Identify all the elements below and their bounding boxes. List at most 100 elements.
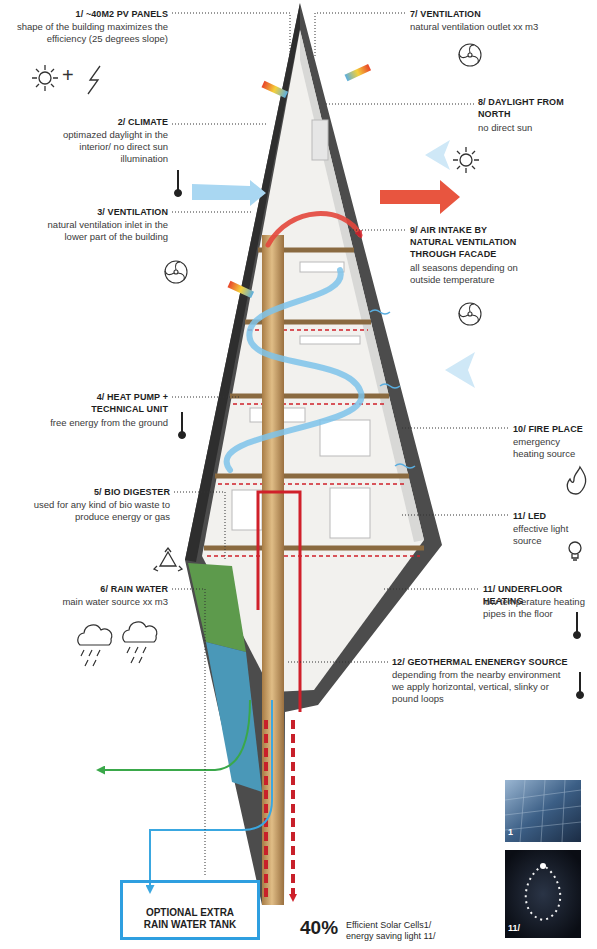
callout-heading: 12/ GEOTHERMAL ENENERGY SOURCE (392, 656, 592, 668)
sun-icon (460, 154, 472, 166)
building-shell (185, 3, 442, 905)
callout-heading: 7/ VENTILATION (410, 8, 590, 20)
air-inlet-arrow (192, 180, 266, 206)
callout-text: all seasons depending on outside tempera… (410, 262, 530, 286)
interior-furniture (320, 420, 370, 456)
callout-heading: 5/ BIO DIGESTER (20, 486, 170, 498)
air-intake-arrow (445, 352, 475, 388)
leader-line (400, 428, 508, 429)
leader-line (174, 492, 225, 560)
led-photo (505, 850, 581, 938)
building-shell (185, 3, 442, 905)
heat-pump-pipe (258, 492, 300, 712)
bio-digester-zone (188, 563, 246, 652)
bulb-icon (569, 542, 581, 560)
callout-text: used for any kind of bio waste to produc… (5, 499, 170, 523)
interior-furniture (330, 488, 370, 538)
geothermal-loop (291, 720, 295, 898)
led-photo (540, 863, 546, 869)
air-inlet-arrow (192, 180, 266, 206)
thermometer-icon (576, 612, 578, 632)
air-intake-marks (370, 310, 415, 468)
underfloor-pipes (218, 483, 406, 485)
sun-icon (32, 65, 58, 91)
bulb-icon (569, 542, 581, 554)
leader-line (350, 230, 405, 231)
solar-panel-photo (505, 780, 581, 842)
recycle-icon (160, 552, 176, 566)
leader-line (172, 212, 252, 213)
floor-slab (204, 250, 424, 548)
fan-icon (459, 45, 478, 63)
bio-gas-pipe (100, 700, 250, 770)
callout-text: no direct sun (478, 122, 588, 134)
tank-label: OPTIONAL EXTRA RAIN WATER TANK (138, 907, 242, 931)
fan-icon (459, 44, 481, 66)
photo-caption: energy saving light 11/ (346, 931, 496, 942)
cloud-icon (78, 622, 157, 666)
solar-panel-photo (505, 780, 581, 842)
callout-heading: 9/ AIR INTAKE BY NATURAL VENTILATION THR… (410, 224, 530, 260)
cloud-icon (81, 647, 146, 666)
heat-arrow (262, 81, 289, 98)
thermometer-icon (574, 632, 581, 639)
leader-line (315, 13, 405, 58)
heat-arrow (228, 281, 255, 298)
lightning-icon (88, 66, 100, 94)
callout-text: low temperature heating pipes in the flo… (483, 596, 595, 620)
leader-line (172, 397, 240, 398)
thermometer-icon (175, 170, 584, 699)
callout-text: depending from the nearby environment we… (392, 669, 562, 705)
heat-pump-pipe (258, 492, 300, 712)
led-photo (505, 850, 581, 938)
leader-line (172, 13, 290, 62)
flame-icon (567, 467, 585, 494)
floor-slab (230, 394, 389, 399)
recycle-icon (154, 548, 182, 571)
air-flow (268, 214, 360, 245)
underfloor-pipes (207, 555, 420, 557)
tank-box: OPTIONAL EXTRA RAIN WATER TANK (120, 880, 260, 940)
thermometer-icon (579, 672, 581, 692)
leader-line (400, 515, 508, 516)
heat-arrow (345, 64, 372, 81)
fan-icon (165, 261, 187, 283)
air-outlet-arrow (380, 180, 460, 214)
underfloor-pipes (233, 403, 386, 405)
led-photo (526, 865, 561, 920)
cloud-icon (123, 622, 157, 642)
leader-line (172, 589, 205, 875)
callout-heading: 8/ DAYLIGHT FROM NORTH (478, 96, 573, 120)
callout-text: natural ventilation outlet xx m3 (410, 21, 590, 33)
thermometer-icon (577, 692, 584, 699)
floor-slab (204, 546, 424, 551)
air-intake-marks (380, 384, 400, 388)
fan-icon (459, 303, 481, 325)
sun-icon (32, 65, 58, 91)
callout-heading: 3/ VENTILATION (18, 206, 168, 218)
sun-icon (39, 72, 51, 84)
callout-heading: 6/ RAIN WATER (18, 583, 168, 595)
air-intake-marks (395, 464, 415, 468)
plus-sign: + (62, 64, 82, 86)
recycle-icon (154, 548, 182, 571)
callout-heading: 1/ ~40M2 PV PANELS (8, 8, 168, 20)
rain-water-pipe (150, 700, 272, 890)
air-flow (227, 214, 362, 470)
thermometer-icon (179, 432, 186, 439)
thermometer-icon (181, 412, 183, 432)
fan-icon (459, 304, 478, 322)
wooden-pole (262, 235, 284, 905)
geothermal-loop (264, 720, 268, 900)
flame-icon (567, 467, 585, 494)
photo-caption: Efficient Solar Cells1/ (346, 920, 496, 931)
leader-line (324, 104, 474, 105)
percentage-figure: 40% (300, 917, 344, 939)
photo-number: 11/ (508, 922, 534, 934)
fan-icon (174, 270, 178, 274)
callout-text: emergency heating source (513, 436, 593, 460)
fan-icon (165, 262, 184, 280)
lightning-icon (88, 66, 100, 94)
bulb-icon (572, 554, 578, 560)
